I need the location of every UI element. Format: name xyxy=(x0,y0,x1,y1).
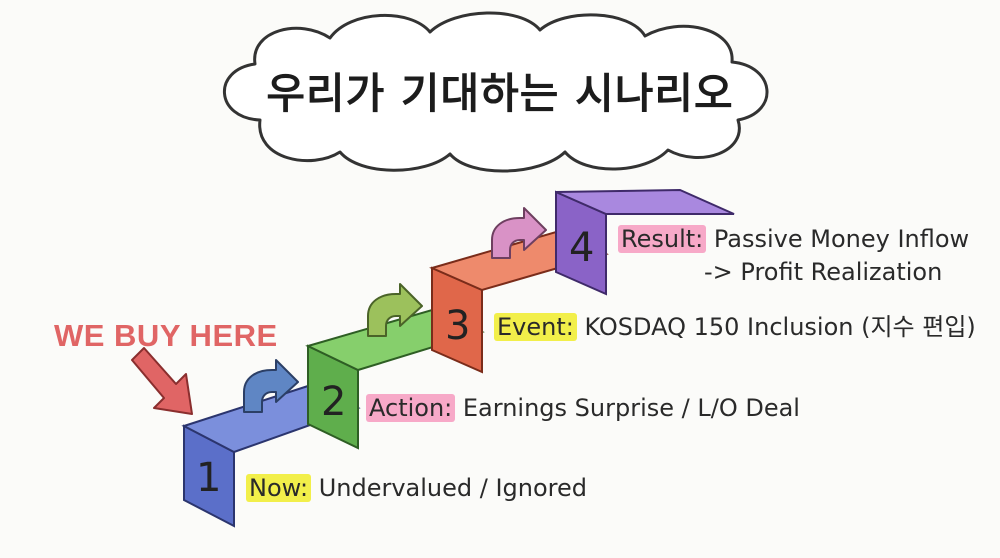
arrow-up-icon-3 xyxy=(491,207,547,259)
step-2-text: Earnings Surprise / L/O Deal xyxy=(462,394,800,422)
title-cloud xyxy=(223,11,769,173)
arrow-up-icon-2 xyxy=(367,283,423,337)
step-2-label: Action: xyxy=(366,394,456,422)
step-1-text: Undervalued / Ignored xyxy=(318,474,588,502)
step-4-text: Passive Money Inflow xyxy=(713,225,970,253)
step-1-caption: Now: Undervalued / Ignored xyxy=(246,474,587,503)
step-3-label: Event: xyxy=(494,313,577,341)
step-3-caption: Event: KOSDAQ 150 Inclusion (지수 편입) xyxy=(494,313,976,342)
step-3-number: 3 xyxy=(445,303,471,349)
arrow-up-icon-1 xyxy=(243,359,299,413)
step-1-label: Now: xyxy=(246,474,312,502)
step-4-caption: Result: Passive Money Inflow xyxy=(618,225,969,254)
step-4-tread xyxy=(555,188,735,215)
step-4-number: 4 xyxy=(569,225,595,271)
buy-here-label: WE BUY HERE xyxy=(54,318,278,353)
page-title: 우리가 기대하는 시나리오 xyxy=(266,69,734,118)
step-4-caption-line2: -> Profit Realization xyxy=(704,258,943,286)
step-4-label: Result: xyxy=(618,225,707,253)
step-3-text: KOSDAQ 150 Inclusion (지수 편입) xyxy=(584,313,976,341)
buy-arrow-icon xyxy=(131,347,193,415)
step-4 xyxy=(555,188,735,296)
step-1-number: 1 xyxy=(196,455,222,501)
step-2-number: 2 xyxy=(321,379,347,425)
step-3 xyxy=(429,230,609,374)
step-2-caption: Action: Earnings Surprise / L/O Deal xyxy=(366,394,800,423)
